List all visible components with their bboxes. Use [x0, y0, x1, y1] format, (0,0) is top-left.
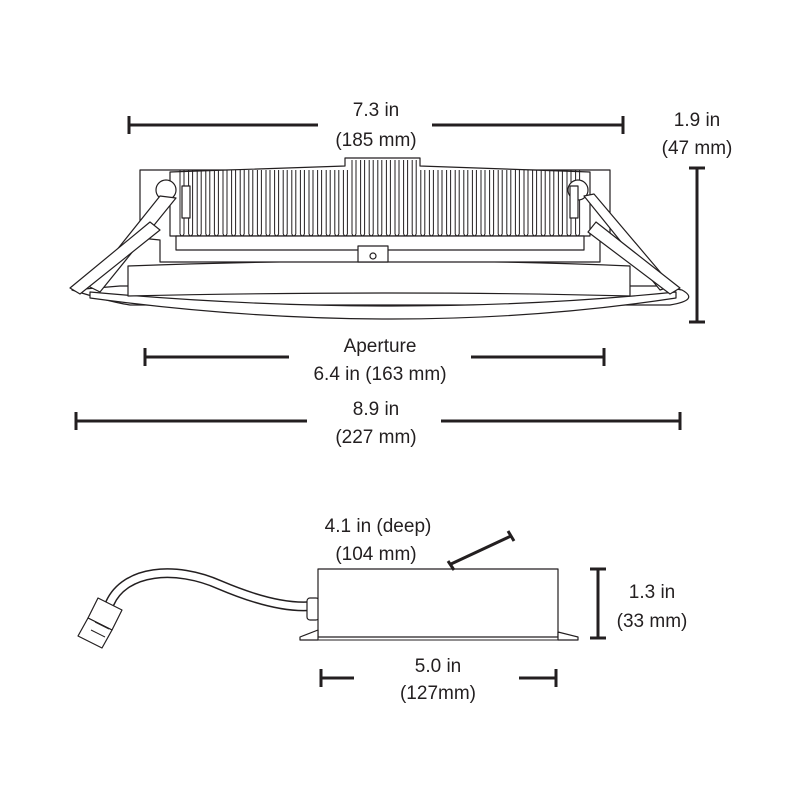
strain-relief — [306, 597, 320, 621]
overall-width-in-label: 8.9 in — [353, 399, 399, 420]
trim-lens — [89, 291, 677, 320]
driver-depth-in-label: 4.1 in (deep) — [325, 516, 432, 537]
driver-mount-foot-right — [557, 631, 579, 641]
dimension-driver-height: 1.3 in (33 mm) — [590, 567, 688, 640]
driver-height-in-label: 1.3 in — [629, 582, 675, 603]
driver-height-mm-label: (33 mm) — [617, 611, 688, 632]
dimension-driver-depth: 4.1 in (deep) (104 mm) — [325, 516, 516, 571]
aperture-value-label: 6.4 in (163 mm) — [313, 364, 446, 385]
overall-width-mm-label: (227 mm) — [335, 427, 416, 448]
fixture-height-in-label: 1.9 in — [674, 110, 720, 131]
aperture-label: Aperture — [344, 336, 417, 357]
dimension-overall-width: 8.9 in (227 mm) — [74, 399, 682, 448]
driver-box-body — [317, 568, 559, 638]
driver-box — [77, 568, 579, 649]
downlight-fixture — [69, 157, 690, 320]
top-width-mm-label: (185 mm) — [335, 130, 416, 151]
driver-depth-mm-label: (104 mm) — [335, 544, 416, 565]
right-spring-clip — [567, 179, 681, 295]
dimension-driver-width: 5.0 in (127mm) — [319, 656, 558, 704]
dimension-fixture-height: 1.9 in (47 mm) — [662, 110, 733, 324]
cable-connector — [77, 597, 123, 649]
driver-width-mm-label: (127mm) — [400, 683, 476, 704]
mounting-screw — [369, 252, 377, 260]
dimension-aperture: Aperture 6.4 in (163 mm) — [143, 336, 606, 385]
driver-width-in-label: 5.0 in — [415, 656, 461, 677]
driver-mount-foot-left — [299, 629, 319, 641]
left-spring-clip — [69, 179, 191, 295]
fixture-height-mm-label: (47 mm) — [662, 138, 733, 159]
top-width-in-label: 7.3 in — [353, 100, 399, 121]
lens-ring — [127, 260, 631, 297]
dimension-top-width: 7.3 in (185 mm) — [127, 100, 625, 151]
heatsink-top — [169, 157, 591, 237]
